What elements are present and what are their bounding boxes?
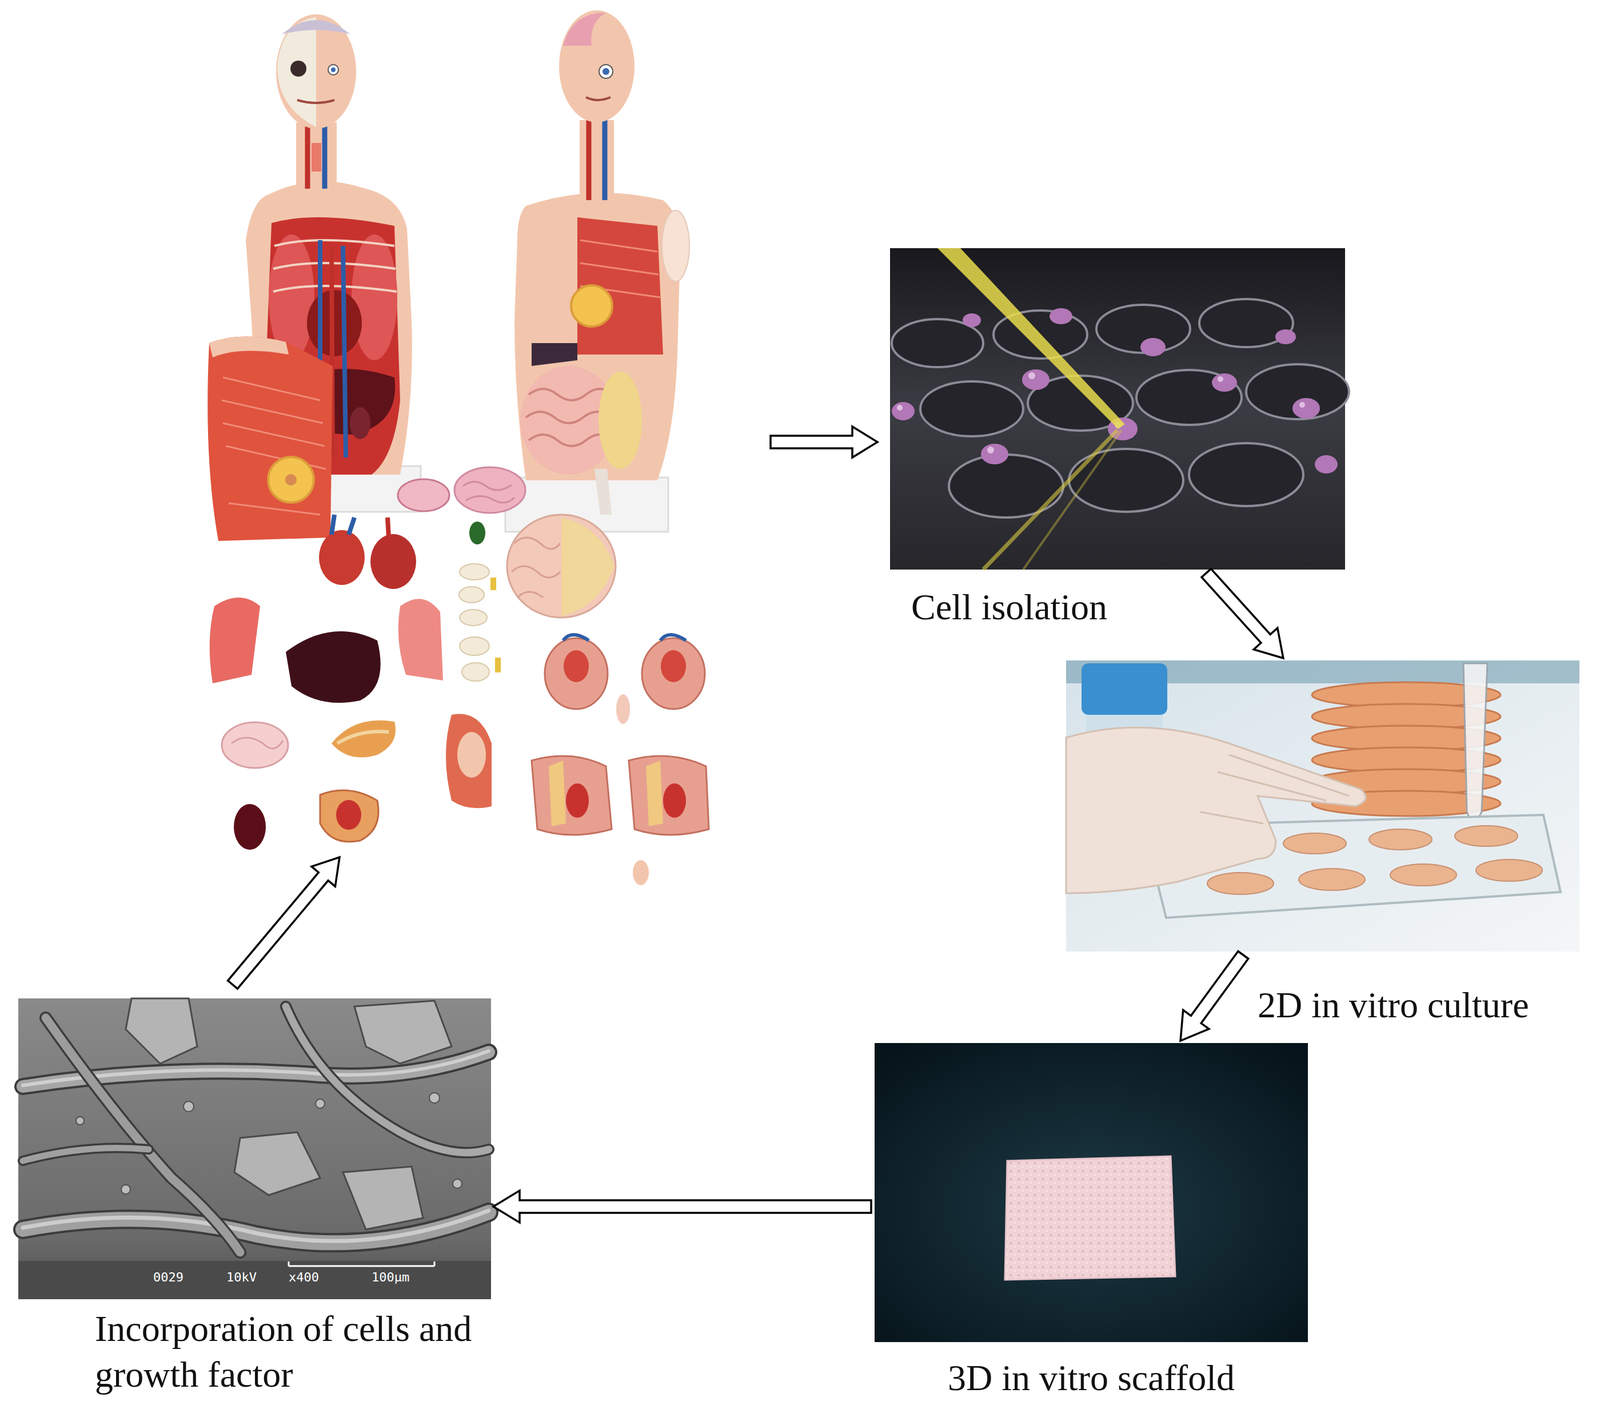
anatomy-models (207, 10, 709, 885)
scale-text: 100μm (371, 1270, 410, 1284)
hollow-arrow (493, 1190, 872, 1223)
caption: 3D in vitro scaffold (947, 1356, 1235, 1399)
photo-panel: Cell isolation (890, 248, 1346, 570)
photo-panel: Incorporation of cells and growth factor (18, 998, 492, 1299)
hollow-arrow (1180, 951, 1249, 1041)
photo-panel: 3D in vitro scaffold (874, 1042, 1308, 1342)
sem-image (18, 998, 492, 1299)
hollow-arrow (228, 856, 340, 989)
scale-text: 10kV (226, 1270, 257, 1284)
hollow-arrow (770, 426, 878, 458)
culture-photo (1066, 660, 1580, 952)
caption: Incorporation of cells and growth factor (94, 1305, 484, 1398)
scale-text: x400 (288, 1270, 319, 1284)
cell-isolation-photo (890, 248, 1350, 570)
hollow-arrow (1201, 568, 1284, 658)
photo-panel: 2D in vitro culture (1066, 660, 1580, 952)
scaffold-photo (874, 1042, 1308, 1342)
caption: 2D in vitro culture (1257, 983, 1530, 1027)
caption: Cell isolation (911, 585, 1108, 629)
scale-text: 0029 (153, 1270, 184, 1284)
